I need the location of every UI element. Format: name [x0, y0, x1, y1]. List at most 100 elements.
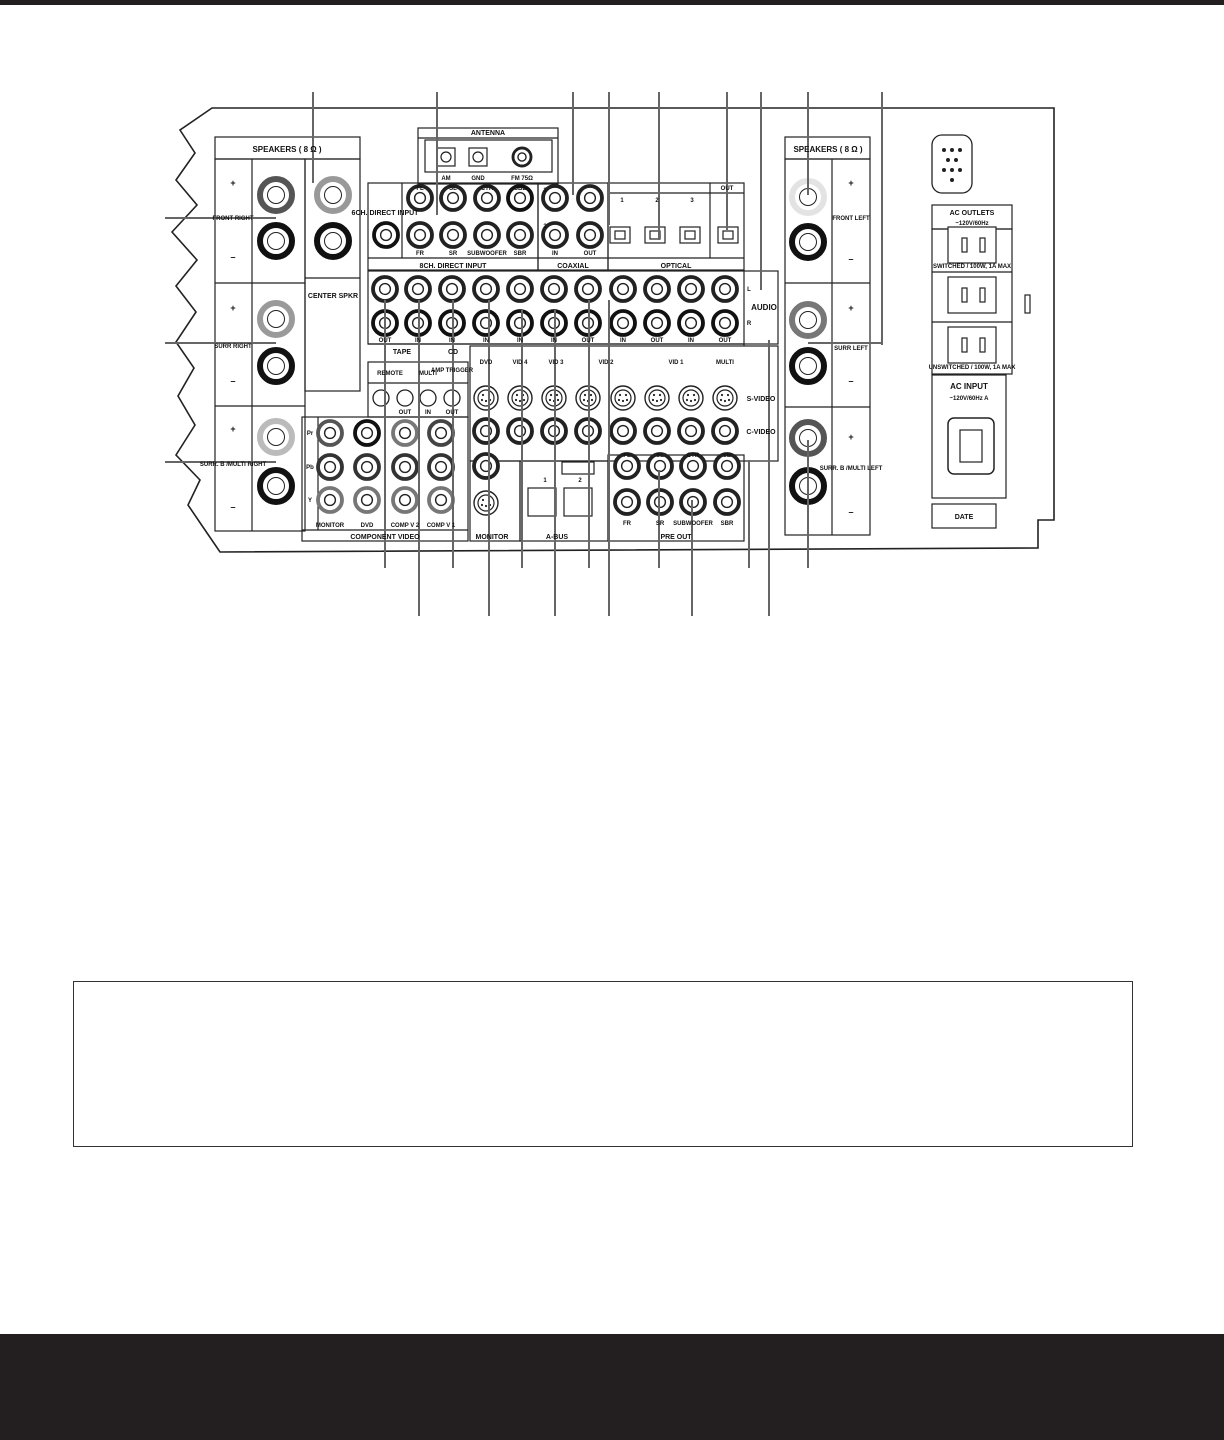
svideo-jack-4-pin: [618, 393, 622, 397]
ac-outlet-slot: [961, 287, 968, 303]
front-right-plus-label: +: [230, 178, 235, 188]
preout-bottom-label: SUBWOOFER: [673, 521, 713, 527]
dvd-label: DVD: [480, 360, 493, 366]
audio-sub-label: IN: [620, 338, 626, 344]
svideo-jack-1-pin: [518, 399, 522, 403]
monitor-svideo-jack-pin: [480, 503, 484, 507]
serial-pin-7: [958, 168, 962, 172]
comp-y-jack-3-center: [434, 493, 448, 507]
audio-l-jack-6-center: [581, 282, 595, 296]
audio-sub-label: OUT: [719, 338, 732, 344]
surr-right-minus-jack-hole: [267, 357, 285, 375]
eight-ch-fr-jack-center: [379, 228, 393, 242]
front-left-minus-jack-hole: [799, 233, 817, 251]
svideo-jack-5-pin: [655, 399, 659, 403]
ac-outlet-switched: [947, 226, 997, 264]
audio-l-jack-0-center: [378, 282, 392, 296]
serial-port: [931, 134, 973, 194]
abus-2-label: 2: [578, 478, 582, 484]
tape-label: TAPE: [393, 349, 411, 356]
vid4-label: VID 4: [512, 360, 528, 366]
serial-pin-4: [954, 158, 958, 162]
vid3-label: VID 3: [548, 360, 564, 366]
serial-pin-3: [946, 158, 950, 162]
svideo-jack-6-pin: [692, 393, 696, 397]
comp-y-jack-1-center: [360, 493, 374, 507]
audio-l-jack-7-center: [616, 282, 630, 296]
preout-bottom-label: SBR: [721, 521, 734, 527]
svideo-jack-1-pin: [514, 398, 518, 402]
ac-outlet-unswitched: [947, 326, 997, 364]
monitor-svideo-jack-inner: [477, 494, 495, 512]
eight-ch-top-jack-0-center: [413, 191, 427, 205]
monitor-svideo-jack-pin: [484, 504, 488, 508]
audio-r-jack-9-center: [684, 316, 698, 330]
component-row-label: Pr: [307, 431, 314, 437]
cvideo-label: C-VIDEO: [746, 429, 776, 436]
svideo-jack-2-pin: [549, 393, 553, 397]
svideo-jack-4-pin: [621, 399, 625, 403]
eight-ch-sbr-jack-center: [513, 228, 527, 242]
coax-1-label: 1: [543, 188, 547, 194]
svideo-jack-4-pin: [624, 393, 628, 397]
eight-ch-top-label: SL: [449, 186, 457, 192]
jack-layer: [257, 146, 1031, 517]
front-left-label: FRONT LEFT: [832, 216, 870, 222]
antenna-fm-jack-center: [517, 152, 527, 162]
comp-y-jack-0-center: [323, 493, 337, 507]
preout-bottom-jack-3-center: [720, 495, 734, 509]
remote-jack-2: [419, 389, 437, 407]
coax-in-2-jack-center: [548, 228, 562, 242]
surrb-left-minus-label: –: [848, 507, 853, 517]
surr-left-label: SURR LEFT: [834, 346, 868, 352]
component-col-label: COMP V 2: [391, 523, 420, 529]
antenna-gnd-label: GND: [471, 176, 485, 182]
center-label: CENTER SPKR: [308, 293, 358, 300]
optical-1-label: 1: [620, 198, 624, 204]
optical-in-1-jack-port: [614, 230, 626, 240]
eight-ch-title: 8CH. DIRECT INPUT: [420, 263, 488, 270]
svideo-jack-5-pin: [659, 398, 663, 402]
ac-outlet-slot: [979, 237, 986, 253]
comp-pb-jack-3-center: [434, 460, 448, 474]
ac-outlets-volt: ~120V/60Hz: [955, 221, 988, 227]
svideo-jack-0-inner: [477, 389, 495, 407]
coax-in-label: IN: [552, 251, 558, 257]
optical-3-label: 3: [690, 198, 694, 204]
eight-ch-top-label: SBL: [514, 186, 526, 192]
optical-in-3-jack-port: [684, 230, 696, 240]
svideo-jack-3-pin: [582, 398, 586, 402]
remote-in-label: IN: [425, 410, 431, 416]
eight-ch-bottom-jack-0-center: [413, 228, 427, 242]
audio-sub-label: IN: [483, 338, 489, 344]
audio-sub-label: OUT: [582, 338, 595, 344]
comp-pr-jack-1-center: [360, 426, 374, 440]
comp-y-jack-2-center: [398, 493, 412, 507]
cd-label: CD: [448, 349, 458, 356]
callout-lines: [165, 92, 883, 616]
remote-jack-1: [396, 389, 414, 407]
top-rule: [0, 0, 1224, 5]
cvideo-jack-6-center: [684, 424, 698, 438]
surr-left-minus-label: –: [848, 376, 853, 386]
preout-top-jack-0-center: [620, 459, 634, 473]
coaxial-title: COAXIAL: [557, 263, 589, 270]
monitor-label: MONITOR: [476, 534, 509, 541]
surrb-left-plus-label: +: [848, 432, 853, 442]
audio-l-jack-9-center: [684, 282, 698, 296]
serial-pin-6: [950, 168, 954, 172]
antenna-am-label: AM: [441, 176, 450, 182]
svideo-jack-3-pin: [583, 393, 587, 397]
antenna-am-screw: [440, 151, 452, 163]
surrb-right-plus-label: +: [230, 424, 235, 434]
audio-sub-label: OUT: [651, 338, 664, 344]
ac-outlets-unswitched: UNSWITCHED / 100W, 1A MAX: [929, 365, 1016, 371]
multi-label: MULTI: [716, 360, 734, 366]
audio-sub-label: IN: [551, 338, 557, 344]
antenna-frame: [417, 127, 559, 185]
component-col-label: MONITOR: [316, 523, 345, 529]
abus-1-label: 1: [543, 478, 547, 484]
front-left-minus-label: –: [848, 254, 853, 264]
eight-ch-bottom-label: SUBWOOFER: [467, 251, 507, 257]
